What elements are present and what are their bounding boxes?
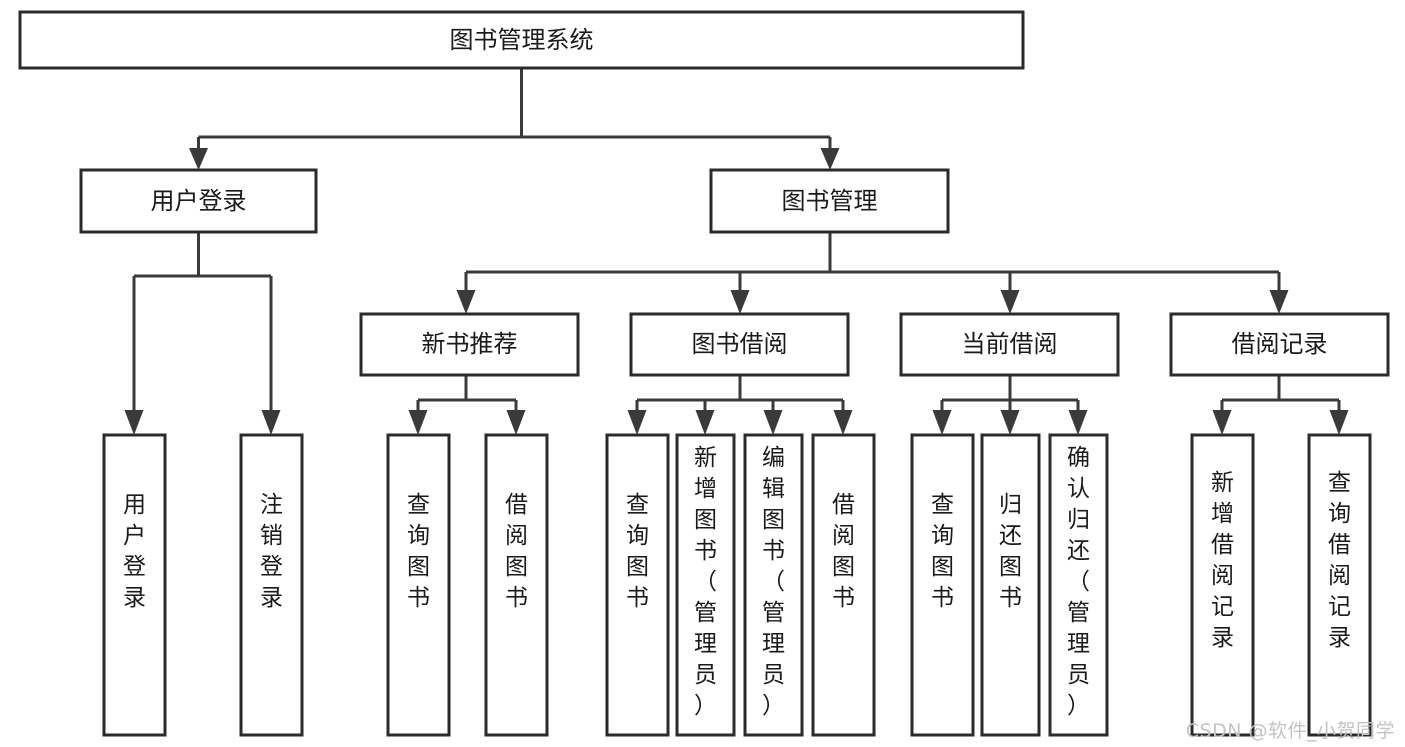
node-book-borrow-label: 图书借阅 [692, 330, 788, 358]
arrowhead-leaf-user-login [124, 410, 144, 435]
leaf-add-borrow-record[interactable]: 新增借阅记录 [1190, 433, 1255, 737]
arrowhead-leaf-add-record [1212, 410, 1232, 435]
arrowhead-leaf-query-book-2 [627, 410, 647, 435]
leaf-logout-label: 注销登录 [260, 492, 283, 611]
node-borrow-record-box[interactable] [1169, 312, 1390, 377]
leaf-layer: 用户登录 注销登录 查询图书 借阅图书 查询图书 新增图书（管理员） 编辑图书（… [102, 433, 1372, 737]
arrowhead-leaf-query-book-1 [408, 410, 428, 435]
leaf-query-book-2[interactable]: 查询图书 [605, 433, 670, 737]
arrowhead-borrow-record [1269, 290, 1289, 314]
arrowhead-leaf-confirm-return [1068, 410, 1088, 435]
leaf-add-borrow-record-label: 新增借阅记录 [1211, 470, 1234, 651]
node-current-borrow[interactable]: 当前借阅 [899, 312, 1120, 377]
leaf-return-book-label: 归还图书 [999, 492, 1022, 611]
leaf-confirm-return-admin[interactable]: 确认归还（管理员） [1048, 433, 1109, 737]
leaf-return-book-box[interactable] [980, 433, 1041, 737]
leaf-add-book-admin-label: 新增图书（管理员） [694, 445, 717, 719]
leaf-add-borrow-record-box[interactable] [1190, 433, 1255, 737]
leaf-logout-box[interactable] [239, 433, 304, 737]
arrowhead-leaf-return-book [1000, 410, 1020, 435]
node-borrow-record[interactable]: 借阅记录 [1169, 312, 1390, 377]
leaf-user-login-box[interactable] [102, 433, 167, 737]
node-current-borrow-box[interactable] [899, 312, 1120, 377]
arrowhead-leaf-logout [261, 410, 281, 435]
leaf-user-login-label: 用户登录 [123, 492, 146, 611]
leaf-query-book-2-label: 查询图书 [626, 492, 649, 611]
leaf-query-book-1-label: 查询图书 [407, 492, 430, 611]
leaf-add-book-admin[interactable]: 新增图书（管理员） [675, 433, 736, 737]
leaf-borrow-book-2[interactable]: 借阅图书 [811, 433, 876, 737]
arrowhead-user-login [189, 148, 208, 170]
leaf-borrow-book-1[interactable]: 借阅图书 [484, 433, 549, 737]
node-new-book-recommend[interactable]: 新书推荐 [359, 312, 580, 377]
leaf-edit-book-admin[interactable]: 编辑图书（管理员） [743, 433, 804, 737]
node-root-label: 图书管理系统 [450, 26, 594, 54]
node-user-login-label: 用户登录 [151, 187, 247, 215]
leaf-query-book-2-box[interactable] [605, 433, 670, 737]
arrowhead-current-borrow [1000, 290, 1020, 314]
node-current-borrow-label: 当前借阅 [962, 330, 1058, 358]
csdn-watermark: CSDN @软件_小贺同学 [1185, 720, 1395, 742]
node-user-login[interactable]: 用户登录 [79, 168, 318, 234]
arrowhead-leaf-query-book-3 [932, 410, 952, 435]
leaf-query-book-3-label: 查询图书 [931, 492, 954, 611]
leaf-edit-book-admin-label: 编辑图书（管理员） [762, 445, 785, 719]
leaf-query-book-1[interactable]: 查询图书 [386, 433, 451, 737]
node-root-box[interactable] [18, 10, 1025, 70]
node-borrow-record-label: 借阅记录 [1232, 330, 1328, 358]
leaf-return-book[interactable]: 归还图书 [980, 433, 1041, 737]
leaf-borrow-book-1-box[interactable] [484, 433, 549, 737]
node-book-borrow[interactable]: 图书借阅 [629, 312, 850, 377]
node-user-login-box[interactable] [79, 168, 318, 234]
arrowhead-leaf-query-record [1329, 410, 1349, 435]
leaf-borrow-book-2-label: 借阅图书 [832, 492, 855, 611]
node-new-book-recommend-label: 新书推荐 [422, 330, 518, 358]
arrowhead-leaf-borrow-book-2 [833, 410, 853, 435]
arrowhead-leaf-borrow-book-1 [506, 410, 526, 435]
connector-layer [124, 68, 1349, 435]
leaf-query-book-3-box[interactable] [910, 433, 975, 737]
leaf-query-borrow-record-label: 查询借阅记录 [1328, 470, 1351, 651]
leaf-query-borrow-record-box[interactable] [1307, 433, 1372, 737]
leaf-user-login[interactable]: 用户登录 [102, 433, 167, 737]
arrowhead-leaf-edit-book [763, 410, 783, 435]
leaf-query-borrow-record[interactable]: 查询借阅记录 [1307, 433, 1372, 737]
arrowhead-new-book [456, 290, 476, 314]
leaf-confirm-return-admin-label: 确认归还（管理员） [1067, 445, 1090, 719]
node-book-management[interactable]: 图书管理 [709, 168, 950, 234]
leaf-borrow-book-1-label: 借阅图书 [505, 492, 528, 611]
arrowhead-borrow [730, 290, 750, 314]
leaf-query-book-3[interactable]: 查询图书 [910, 433, 975, 737]
leaf-add-book-admin-box[interactable] [675, 433, 736, 737]
node-book-borrow-box[interactable] [629, 312, 850, 377]
leaf-edit-book-admin-box[interactable] [743, 433, 804, 737]
arrowhead-leaf-add-book [695, 410, 715, 435]
node-new-book-recommend-box[interactable] [359, 312, 580, 377]
leaf-confirm-return-admin-box[interactable] [1048, 433, 1109, 737]
node-book-management-box[interactable] [709, 168, 950, 234]
node-root[interactable]: 图书管理系统 [18, 10, 1025, 70]
leaf-borrow-book-2-box[interactable] [811, 433, 876, 737]
arrowhead-book-mgmt [820, 148, 840, 170]
node-book-management-label: 图书管理 [782, 187, 878, 215]
leaf-query-book-1-box[interactable] [386, 433, 451, 737]
leaf-logout[interactable]: 注销登录 [239, 433, 304, 737]
